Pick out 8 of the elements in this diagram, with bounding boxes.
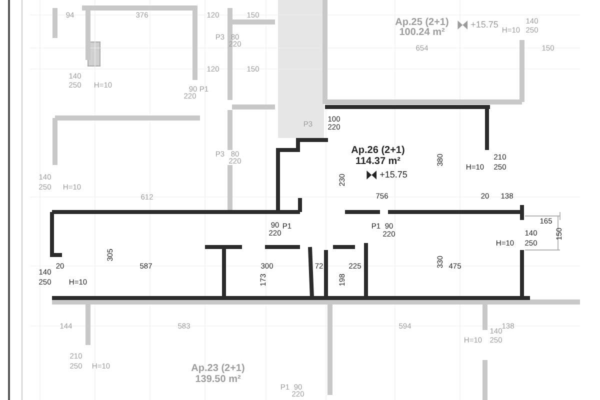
apartment-label: Ap.26 (2+1) bbox=[351, 146, 405, 156]
area-label: 100.24 m² bbox=[399, 28, 445, 38]
area-label: 139.50 m² bbox=[195, 375, 241, 385]
level-label: +15.75 bbox=[380, 170, 408, 180]
level-label: +15.75 bbox=[470, 20, 498, 30]
apartment-label: Ap.25 (2+1) bbox=[395, 18, 449, 28]
apartment-label: Ap.23 (2+1) bbox=[191, 364, 245, 374]
area-label: 114.37 m² bbox=[355, 157, 401, 167]
